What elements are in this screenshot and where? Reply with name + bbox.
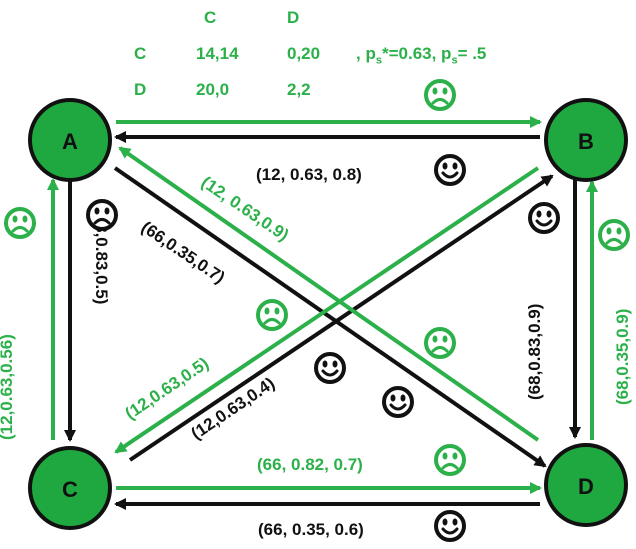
node-c-label: C bbox=[62, 477, 78, 502]
node-d-label: D bbox=[578, 474, 594, 499]
label-c-to-d: (66, 0.82, 0.7) bbox=[257, 455, 363, 474]
label-c-to-a: (12,0.63,0.56) bbox=[0, 334, 16, 440]
label-b-to-d: (68,0.83,0.9) bbox=[525, 304, 544, 400]
label-a-to-d: (66,0.35,0.7) bbox=[138, 218, 229, 288]
sad-face-icon-a-to-c bbox=[86, 199, 118, 231]
payoff-cell-dd: 2,2 bbox=[287, 80, 311, 99]
params-mid: *=0.63, p bbox=[381, 44, 452, 63]
happy-face-icon-b-to-a bbox=[434, 154, 466, 186]
node-a: A bbox=[28, 98, 112, 182]
node-d: D bbox=[544, 443, 628, 527]
sad-face-icon-c-to-d bbox=[434, 444, 466, 476]
node-c: C bbox=[28, 446, 112, 530]
sad-face-icon-a-to-b bbox=[424, 79, 456, 111]
payoff-row-label-d: D bbox=[134, 80, 147, 99]
sad-face-icon-d-to-a bbox=[424, 327, 456, 359]
arrow-b-to-c bbox=[114, 166, 540, 454]
payoff-col-header-c: C bbox=[204, 8, 217, 27]
arrow-d-to-a bbox=[118, 146, 540, 442]
node-b: B bbox=[544, 98, 628, 182]
label-a-to-c: (68,0.83,0.5) bbox=[92, 208, 111, 304]
params-prefix: , p bbox=[356, 44, 376, 63]
label-d-to-c: (66, 0.35, 0.6) bbox=[258, 520, 364, 539]
arrow-c-to-b bbox=[128, 174, 554, 462]
strategy-params: , ps*=0.63, ps= .5 bbox=[356, 44, 486, 66]
happy-face-icon-b-to-d bbox=[528, 202, 560, 234]
sad-face-icon-b-to-c bbox=[256, 299, 288, 331]
node-a-label: A bbox=[62, 129, 78, 154]
happy-face-icon-c-to-b bbox=[314, 352, 346, 384]
label-d-to-b: (68,0.35,0.9) bbox=[613, 309, 632, 405]
label-c-to-b: (12,0.63,0.4) bbox=[188, 374, 279, 444]
payoff-cell-dc: 20,0 bbox=[196, 80, 230, 99]
label-b-to-a: (12, 0.63, 0.8) bbox=[256, 165, 362, 184]
params-suffix: = .5 bbox=[457, 44, 487, 63]
payoff-col-header-d: D bbox=[287, 8, 300, 27]
payoff-row-label-c: C bbox=[134, 44, 147, 63]
sad-face-icon-d-to-b bbox=[598, 219, 630, 251]
params-sub: s bbox=[375, 54, 382, 67]
payoff-cell-cd: 0,20 bbox=[287, 44, 321, 63]
node-b-label: B bbox=[578, 129, 594, 154]
params-sub2: s bbox=[451, 54, 458, 67]
arrow-a-to-d bbox=[113, 166, 547, 468]
sad-face-icon-c-to-a bbox=[4, 207, 36, 239]
happy-face-icon-d-to-c bbox=[434, 510, 466, 542]
payoff-cell-cc: 14,14 bbox=[196, 44, 239, 63]
happy-face-icon-a-to-d bbox=[382, 386, 414, 418]
